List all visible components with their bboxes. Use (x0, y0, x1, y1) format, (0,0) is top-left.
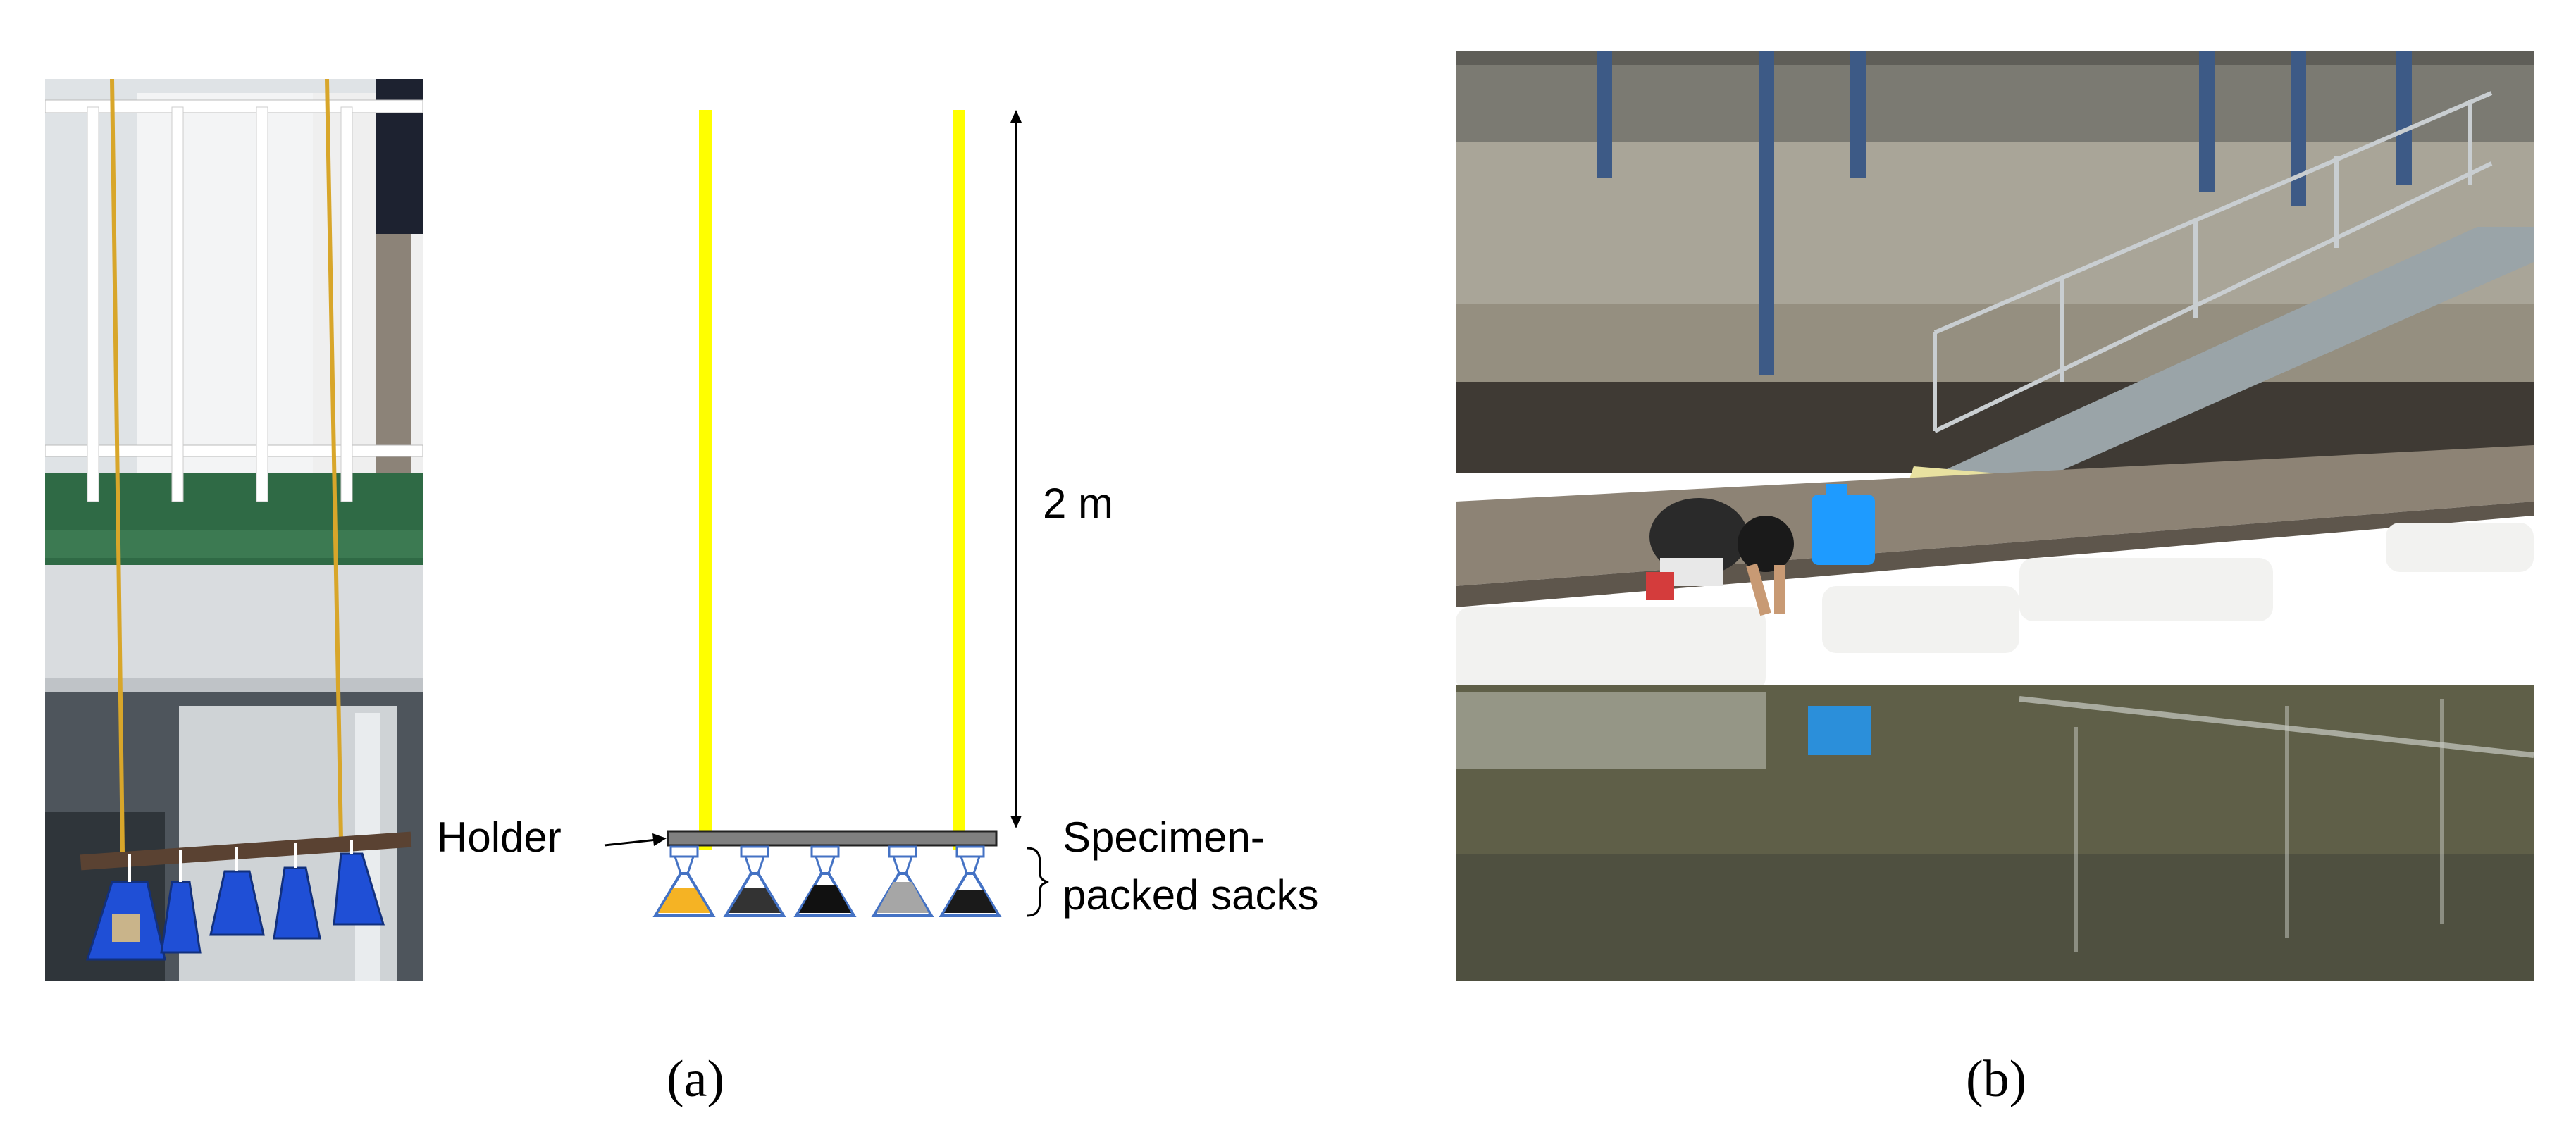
panel-b-label: (b) (1966, 1050, 2027, 1108)
sacks-brace (1027, 847, 1049, 917)
sack-gray (871, 845, 934, 917)
rig-schematic-diagram: 2 m Holder Specimen- packed sacks (437, 99, 1395, 944)
sack-black-2 (793, 845, 857, 917)
left-rope (699, 110, 712, 850)
sack-orange (652, 845, 716, 917)
height-arrow-bottom (1010, 816, 1022, 828)
blue-canister (1812, 495, 1875, 565)
holder-pointer-head (652, 833, 667, 846)
panel-a-label: (a) (667, 1050, 725, 1108)
height-label: 2 m (1043, 480, 1114, 527)
pier-photo-drawing (1456, 51, 2534, 981)
schematic-drawing (604, 110, 1049, 917)
holder-bar (667, 830, 998, 847)
right-rope (953, 110, 965, 850)
photo-pier-sampling (1456, 51, 2534, 981)
kneeling-person (1646, 498, 1794, 616)
sack-black-1 (723, 845, 786, 917)
photo-hanging-specimen-rig (45, 79, 423, 981)
holder-label: Holder (437, 814, 562, 861)
rig-photo-drawing (45, 79, 423, 981)
sacks-label-line2: packed sacks (1063, 871, 1319, 919)
height-arrow-top (1010, 110, 1022, 123)
holder-pointer-line (604, 838, 657, 847)
sacks-label-line1: Specimen- (1063, 814, 1265, 861)
sack-black-chips (939, 845, 1002, 917)
